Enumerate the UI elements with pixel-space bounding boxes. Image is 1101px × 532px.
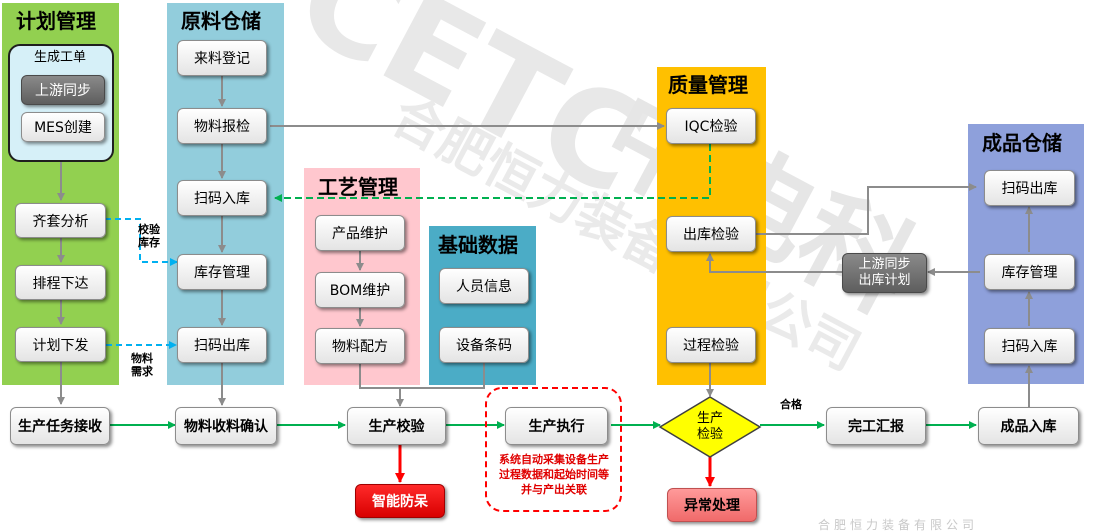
prod-inspect-line-2: 检验 [696, 427, 723, 442]
raw-scan-in-box[interactable]: 扫码入库 [177, 180, 267, 216]
check-stock-line-1: 校验 [138, 223, 160, 236]
auto-collect-line-1: 系统自动采集设备生产 [499, 453, 609, 466]
finished-scan-out-box[interactable]: 扫码出库 [984, 170, 1075, 206]
upstream-sync-button[interactable]: 上游同步 [21, 75, 105, 105]
material-confirm-box[interactable]: 物料收料确认 [175, 407, 277, 445]
iqc-inspect-box[interactable]: IQC检验 [666, 108, 756, 144]
auto-collect-note: 系统自动采集设备生产 过程数据和起始时间等 并与产出关联 [489, 452, 619, 497]
work-order-group-title: 生成工单 [34, 50, 87, 65]
raw-stock-mgmt-box[interactable]: 库存管理 [177, 254, 267, 290]
finished-in-box[interactable]: 成品入库 [978, 407, 1079, 445]
watermark-footer: 合肥恒力装备有限公司 [818, 517, 978, 532]
prod-inspect-line-1: 生产 [696, 411, 723, 426]
raw-warehouse-title: 原料仓储 [181, 9, 261, 33]
finished-scan-in-box[interactable]: 扫码入库 [984, 328, 1075, 364]
material-inspect-box[interactable]: 物料报检 [177, 108, 267, 144]
process-title: 工艺管理 [318, 175, 398, 199]
base-data-title: 基础数据 [438, 233, 518, 257]
plan-title: 计划管理 [16, 9, 96, 33]
complete-report-box[interactable]: 完工汇报 [826, 407, 926, 445]
prod-check-box[interactable]: 生产校验 [347, 407, 446, 445]
mes-create-button[interactable]: MES创建 [21, 112, 105, 142]
check-stock-line-2: 库存 [138, 236, 160, 249]
material-demand-note: 物料 需求 [131, 352, 153, 378]
smart-proof-box[interactable]: 智能防呆 [355, 484, 445, 518]
upstream-sync-outbound-plan-box[interactable]: 上游同步 出库计划 [842, 253, 927, 293]
quality-title: 质量管理 [668, 73, 748, 97]
outbound-inspect-box[interactable]: 出库检验 [666, 216, 756, 252]
sync-plan-line-2: 出库计划 [858, 273, 911, 288]
prod-exec-box[interactable]: 生产执行 [505, 407, 608, 445]
plan-release-box[interactable]: 计划下发 [15, 327, 106, 362]
receipt-register-box[interactable]: 来料登记 [177, 40, 267, 76]
bom-maint-box[interactable]: BOM维护 [315, 272, 405, 308]
kitting-analysis-box[interactable]: 齐套分析 [15, 203, 106, 238]
raw-scan-out-box[interactable]: 扫码出库 [177, 327, 267, 363]
finished-warehouse-title: 成品仓储 [982, 131, 1062, 155]
scheduling-box[interactable]: 排程下达 [15, 265, 106, 300]
exception-handling-box[interactable]: 异常处理 [667, 488, 757, 522]
personnel-box[interactable]: 人员信息 [439, 268, 529, 304]
task-receive-box[interactable]: 生产任务接收 [10, 407, 110, 445]
process-inspect-box[interactable]: 过程检验 [666, 327, 756, 363]
material-demand-line-2: 需求 [131, 365, 153, 378]
equipment-code-box[interactable]: 设备条码 [439, 327, 529, 363]
pass-label: 合格 [780, 398, 802, 411]
check-stock-note: 校验 库存 [138, 223, 160, 249]
auto-collect-line-2: 过程数据和起始时间等 [499, 468, 609, 481]
arrow-outbound-to-scan-out [756, 183, 977, 235]
prod-inspect-label[interactable]: 生产 检验 [688, 411, 732, 443]
finished-stock-mgmt-box[interactable]: 库存管理 [984, 254, 1075, 290]
material-mix-box[interactable]: 物料配方 [315, 328, 405, 364]
material-demand-line-1: 物料 [131, 352, 153, 365]
auto-collect-line-3: 并与产出关联 [521, 483, 587, 496]
product-maint-box[interactable]: 产品维护 [315, 215, 405, 251]
sync-plan-line-1: 上游同步 [858, 257, 911, 272]
